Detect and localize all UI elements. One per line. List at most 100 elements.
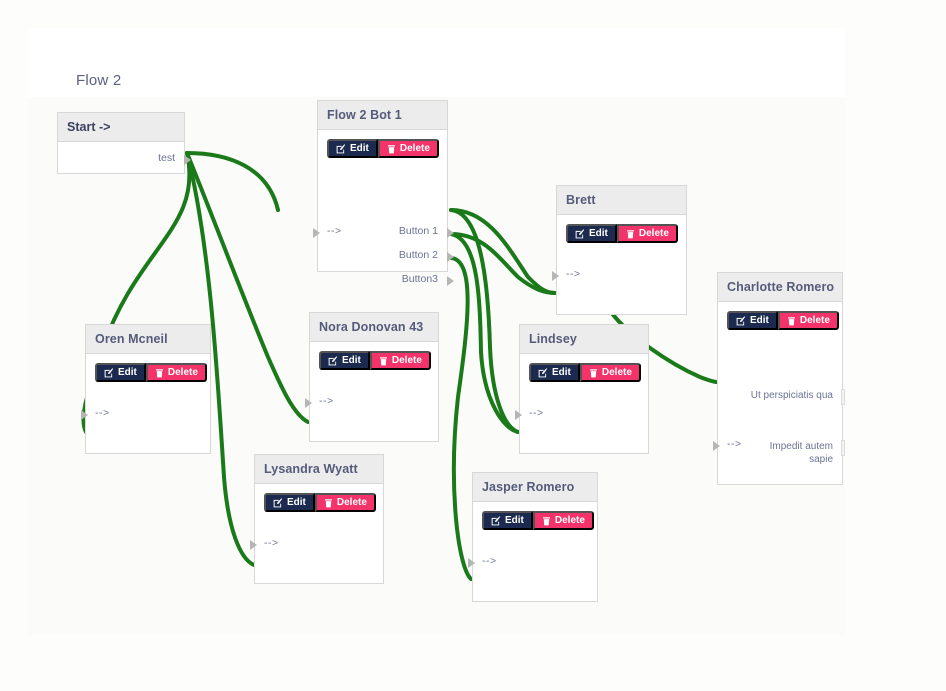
input-handle-nora[interactable] [305,398,312,408]
node-body-lindsey: Edit Delete --> [515,354,648,453]
text-block-charlotte-0: Ut perspiciatis qua [750,390,833,401]
delete-button-lysandra[interactable]: Delete [314,493,376,512]
edge-flow2bot1-b2-to-lindsey-in[interactable] [449,232,520,434]
delete-trash-icon [379,356,387,365]
input-port-nora[interactable]: --> [319,395,334,407]
edit-pencil-icon [575,228,585,238]
delete-button-label: Delete [799,315,830,326]
delete-button-jasper[interactable]: Delete [532,511,594,530]
node-title-oren: Oren Mcneil [95,332,168,346]
node-header-lysandra: Lysandra Wyatt [255,455,383,484]
input-handle-charlotte[interactable] [713,441,720,451]
input-handle-flow2bot1[interactable] [313,228,320,238]
output-handle-flow2bot1-1[interactable] [447,252,454,262]
node-header-brett: Brett [557,186,686,215]
input-port-charlotte[interactable]: --> [727,438,742,450]
node-header-start: Start -> [58,113,184,142]
edit-button-jasper[interactable]: Edit [482,511,533,530]
edit-button-brett[interactable]: Edit [566,224,617,243]
node-header-oren: Oren Mcneil [86,325,210,354]
output-handle-flow2bot1-2[interactable] [447,276,454,286]
output-handle-start-0[interactable] [184,155,191,165]
delete-button-charlotte[interactable]: Delete [777,311,839,330]
output-port-flow2bot1-2[interactable]: Button3 [401,273,438,285]
edit-pencil-icon [104,367,114,377]
node-actions-flow2bot1: Edit Delete [327,139,439,158]
input-port-lindsey[interactable]: --> [529,407,544,419]
node-start[interactable]: Start -> test [57,112,191,174]
edit-button-label: Edit [342,355,361,366]
delete-trash-icon [387,144,395,153]
delete-button-label: Delete [638,228,669,239]
edit-button-charlotte[interactable]: Edit [727,311,778,330]
delete-trash-icon [787,316,795,325]
delete-button-nora[interactable]: Delete [369,351,431,370]
delete-button-label: Delete [399,143,430,154]
input-handle-lindsey[interactable] [515,410,522,420]
node-title-start: Start -> [67,120,111,134]
node-body-jasper: Edit Delete --> [468,502,597,601]
input-port-flow2bot1[interactable]: --> [327,225,342,237]
delete-trash-icon [155,368,163,377]
edge-start-test-to-flow2bot1-in[interactable] [185,151,280,212]
output-port-flow2bot1-1[interactable]: Button 2 [398,249,438,261]
side-handle-charlotte-0[interactable] [841,389,845,405]
input-port-lysandra[interactable]: --> [264,537,279,549]
delete-trash-icon [324,498,332,507]
edit-button-label: Edit [118,367,137,378]
output-handle-flow2bot1-0[interactable] [447,228,454,238]
delete-button-label: Delete [391,355,422,366]
edit-button-nora[interactable]: Edit [319,351,370,370]
node-title-charlotte: Charlotte Romero [727,280,835,294]
delete-button-brett[interactable]: Delete [616,224,678,243]
node-header-lindsey: Lindsey [520,325,648,354]
delete-button-lindsey[interactable]: Delete [579,363,641,382]
delete-button-label: Delete [601,367,632,378]
input-port-jasper[interactable]: --> [482,555,497,567]
node-title-brett: Brett [566,193,596,207]
edge-flow2bot1-b1-to-brett-in[interactable] [449,208,557,295]
edit-button-flow2bot1[interactable]: Edit [327,139,378,158]
delete-trash-icon [542,516,550,525]
edit-button-label: Edit [505,515,524,526]
edit-button-oren[interactable]: Edit [95,363,146,382]
delete-button-flow2bot1[interactable]: Delete [377,139,439,158]
node-header-jasper: Jasper Romero [473,473,597,502]
delete-button-oren[interactable]: Delete [145,363,207,382]
delete-trash-icon [589,368,597,377]
input-handle-jasper[interactable] [468,558,475,568]
node-header-charlotte: Charlotte Romero [718,273,842,302]
edit-button-label: Edit [750,315,769,326]
text-block-charlotte-1: Impedit autem sapie [769,441,833,465]
edit-button-lysandra[interactable]: Edit [264,493,315,512]
node-body-brett: Edit Delete --> [552,215,686,314]
input-handle-brett[interactable] [552,271,559,281]
edge-flow2bot1-b2-to-brett-in[interactable] [449,232,557,295]
side-handle-charlotte-1[interactable] [841,440,845,456]
edit-button-lindsey[interactable]: Edit [529,363,580,382]
output-port-start-0[interactable]: test [158,152,175,164]
delete-button-label: Delete [554,515,585,526]
node-actions-oren: Edit Delete [95,363,207,382]
output-port-flow2bot1-0[interactable]: Button 1 [398,225,438,237]
node-title-jasper: Jasper Romero [482,480,575,494]
edit-pencil-icon [538,367,548,377]
edge-flow2bot1-b1-to-lindsey-in[interactable] [449,208,520,434]
input-handle-lysandra[interactable] [250,540,257,550]
input-handle-oren[interactable] [81,410,88,420]
node-actions-jasper: Edit Delete [482,511,594,530]
input-port-oren[interactable]: --> [95,407,110,419]
edge-flow2bot1-b3-to-jasper-in[interactable] [449,256,473,581]
input-port-brett[interactable]: --> [566,268,581,280]
